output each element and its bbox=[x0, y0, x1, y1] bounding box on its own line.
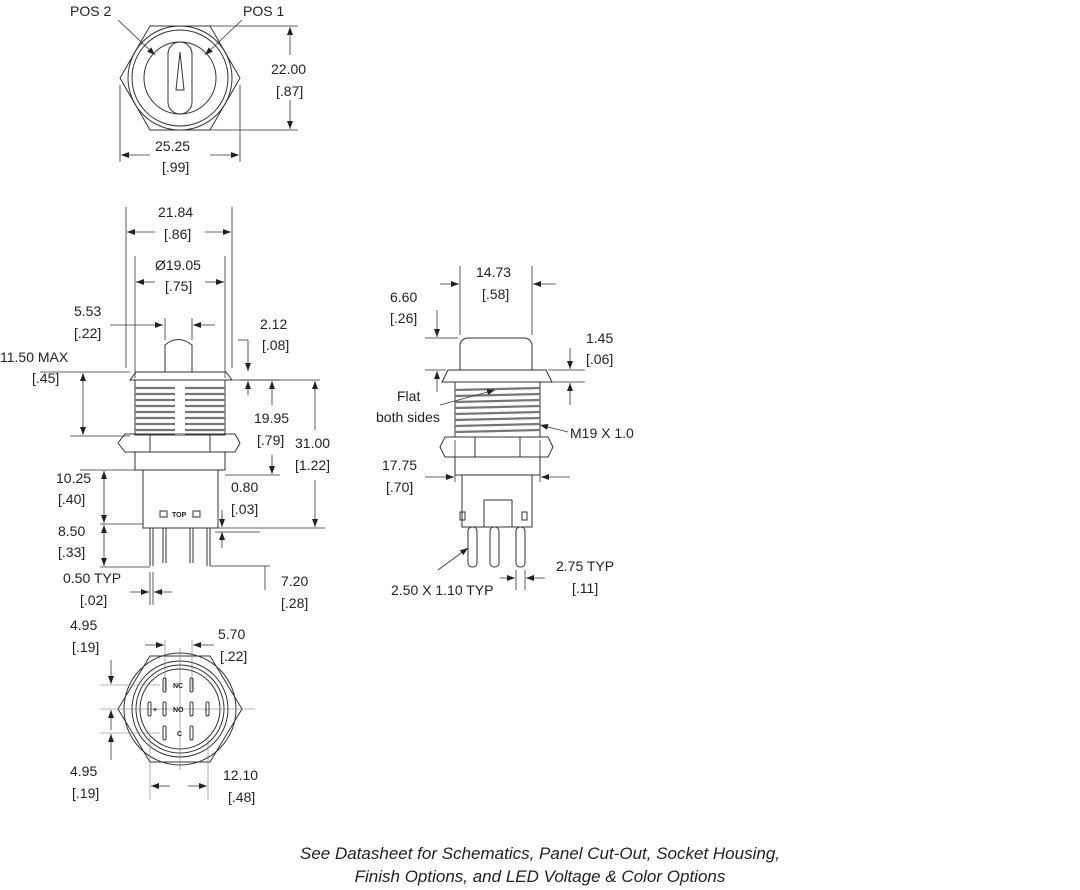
pin-minus-label: - bbox=[205, 707, 208, 714]
dim-body-mm: 17.75 bbox=[382, 457, 417, 473]
dim-span-mm: 12.10 bbox=[223, 767, 258, 783]
dim-housing-in: [.40] bbox=[58, 491, 85, 507]
dim-gap-mm: 0.80 bbox=[231, 479, 258, 495]
dim-flange2-in: [.06] bbox=[586, 351, 613, 367]
dim-off3-mm: 4.95 bbox=[70, 763, 97, 779]
dim-pin-t-in: [.02] bbox=[80, 592, 107, 608]
dim-knob-h-in: [.26] bbox=[390, 310, 417, 326]
dim-knob-w-mm: 14.73 bbox=[476, 264, 511, 280]
dim-pitch-in: [.11] bbox=[572, 580, 598, 596]
flat-label-2: both sides bbox=[376, 409, 440, 425]
dim-off2-mm: 5.70 bbox=[218, 626, 245, 642]
dim-height-in: [.87] bbox=[276, 83, 303, 99]
dim-flange-mm: 21.84 bbox=[158, 204, 193, 220]
right-view: 14.73 [.58] 6.60 [.26] 1.45 [.06] Flat b… bbox=[376, 264, 634, 598]
dim-total-in: [1.22] bbox=[295, 457, 330, 473]
dim-knob-in: [.22] bbox=[74, 325, 101, 341]
dim-off3-in: [.19] bbox=[72, 785, 99, 801]
bottom-view: NC NO C + - 4.95 [.19] 5.70 [.22] 4.95 [… bbox=[70, 617, 258, 805]
pos2-label: POS 2 bbox=[70, 3, 111, 19]
terminal-label: 2.50 X 1.10 TYP bbox=[391, 582, 493, 598]
pin-plus-label: + bbox=[153, 707, 157, 714]
dim-span-in: [.48] bbox=[228, 789, 255, 805]
dim-flange-in: [.86] bbox=[164, 226, 191, 242]
dim-knob-h-mm: 6.60 bbox=[390, 289, 417, 305]
dim-pin-mm: 8.50 bbox=[58, 523, 85, 539]
dim-off2-in: [.22] bbox=[220, 648, 247, 664]
dim-pitch-mm: 2.75 TYP bbox=[556, 558, 614, 574]
pos1-label: POS 1 bbox=[243, 3, 284, 19]
dim-knob-w-in: [.58] bbox=[482, 286, 509, 302]
dim-thread-in: [.79] bbox=[257, 432, 284, 448]
dim-pin2-mm: 7.20 bbox=[281, 573, 308, 589]
dim-thread-mm: 19.95 bbox=[254, 410, 289, 426]
dim-off1-in: [.19] bbox=[72, 639, 99, 655]
dim-dia-mm: Ø19.05 bbox=[155, 257, 201, 273]
dim-height-mm: 22.00 bbox=[271, 61, 306, 77]
pin-nc-label: NC bbox=[173, 683, 183, 690]
top-marking: TOP bbox=[172, 512, 187, 519]
dim-max-in: [.45] bbox=[32, 370, 59, 386]
dim-pin-t-mm: 0.50 TYP bbox=[63, 570, 121, 586]
dim-knob-mm: 5.53 bbox=[74, 303, 101, 319]
dim-flange-t-mm: 2.12 bbox=[260, 316, 287, 332]
dim-max-mm: 11.50 MAX bbox=[0, 349, 69, 365]
dim-flange-t-in: [.08] bbox=[262, 337, 289, 353]
dim-body-in: [.70] bbox=[386, 479, 413, 495]
dim-gap-in: [.03] bbox=[231, 501, 258, 517]
top-view: POS 2 POS 1 22.00 [.87] 25.25 [.99] bbox=[70, 3, 306, 175]
thread-label: M19 X 1.0 bbox=[570, 425, 634, 441]
footer-note-line1: See Datasheet for Schematics, Panel Cut-… bbox=[299, 844, 781, 863]
side-view: TOP bbox=[0, 204, 330, 611]
pin-no-label: NO bbox=[173, 707, 184, 714]
dim-total-mm: 31.00 bbox=[295, 435, 330, 451]
dim-pin-in: [.33] bbox=[58, 544, 85, 560]
dim-off1-mm: 4.95 bbox=[70, 617, 97, 633]
flat-label-1: Flat bbox=[397, 388, 420, 404]
pin-c-label: C bbox=[177, 731, 182, 738]
dim-dia-in: [.75] bbox=[165, 278, 192, 294]
dim-pin2-in: [.28] bbox=[281, 595, 308, 611]
dim-housing-mm: 10.25 bbox=[56, 470, 91, 486]
footer-note-line2: Finish Options, and LED Voltage & Color … bbox=[354, 867, 726, 886]
dim-width-in: [.99] bbox=[162, 159, 189, 175]
dim-flange2-mm: 1.45 bbox=[586, 330, 613, 346]
dim-width-mm: 25.25 bbox=[155, 138, 190, 154]
